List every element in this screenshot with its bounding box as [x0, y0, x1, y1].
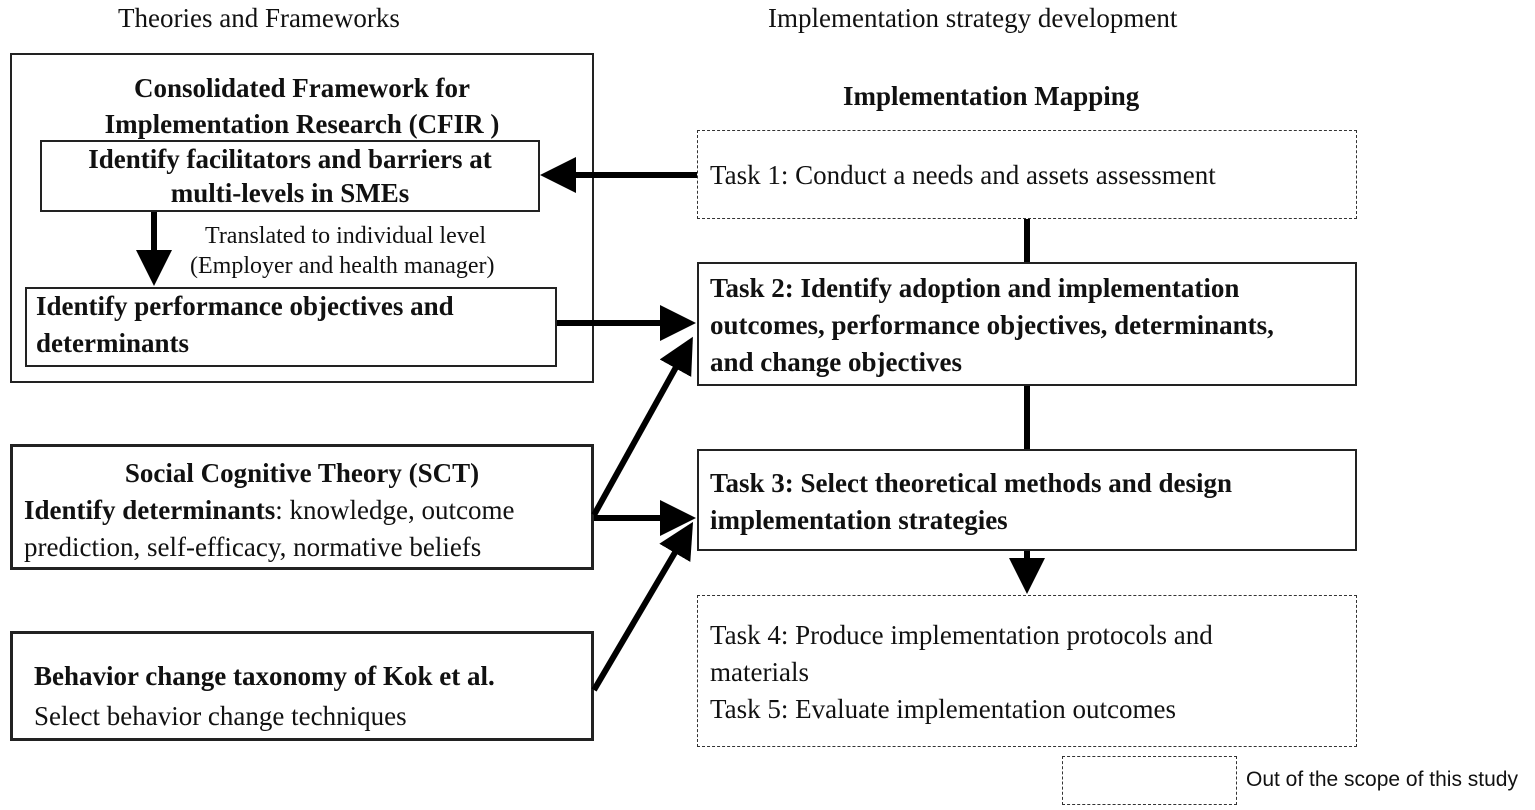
task1-text: Task 1: Conduct a needs and assets asses… — [710, 160, 1216, 190]
translated-note-line2: (Employer and health manager) — [190, 253, 495, 279]
task1-box — [697, 130, 1357, 219]
task2-box — [697, 262, 1357, 386]
translated-note-line1: Translated to individual level — [205, 223, 487, 249]
task3-box — [697, 449, 1357, 551]
right-column-header: Implementation strategy development — [768, 3, 1178, 33]
task2-line3: and change objectives — [710, 347, 962, 377]
task4-line1: Task 4: Produce implementation protocols… — [710, 620, 1213, 650]
sct-determinants-line: Identify determinants: knowledge, outcom… — [24, 492, 514, 528]
legend-dashed-box — [1062, 756, 1237, 805]
identify-facilitators-line2: multi-levels in SMEs — [170, 178, 410, 208]
task4-5-box — [697, 595, 1357, 747]
task5-text: Task 5: Evaluate implementation outcomes — [710, 694, 1176, 724]
arrow-kok-to-task3 — [591, 521, 694, 692]
task2-line2: outcomes, performance objectives, determ… — [710, 310, 1274, 340]
performance-objectives-line2: determinants — [36, 328, 189, 358]
kok-box — [10, 631, 594, 741]
legend-label: Out of the scope of this study — [1246, 768, 1518, 791]
sct-determinants-text: : knowledge, outcome — [275, 495, 515, 525]
left-column-header: Theories and Frameworks — [118, 3, 400, 33]
task3-line2: implementation strategies — [710, 505, 1008, 535]
arrow-sct-to-task2 — [591, 336, 693, 517]
implementation-mapping-title: Implementation Mapping — [843, 81, 1140, 111]
sct-box — [10, 444, 594, 570]
performance-objectives-line1: Identify performance objectives and — [36, 291, 454, 321]
sct-determinants-label: Identify determinants — [24, 495, 276, 525]
sct-title: Social Cognitive Theory (SCT) — [124, 458, 480, 488]
task2-line1: Task 2: Identify adoption and implementa… — [710, 273, 1240, 303]
cfir-title-line1: Consolidated Framework for — [134, 73, 470, 103]
task4-line2: materials — [710, 657, 809, 687]
cfir-title-line2: Implementation Research (CFIR ) — [104, 109, 500, 139]
identify-facilitators-box — [40, 140, 540, 212]
identify-facilitators-line1: Identify facilitators and barriers at — [88, 144, 492, 174]
task3-line1: Task 3: Select theoretical methods and d… — [710, 468, 1233, 498]
kok-title: Behavior change taxonomy of Kok et al. — [34, 661, 495, 691]
performance-objectives-box — [25, 287, 557, 367]
sct-determinants-line3: prediction, self-efficacy, normative bel… — [24, 532, 482, 562]
kok-subtitle: Select behavior change techniques — [34, 701, 407, 731]
